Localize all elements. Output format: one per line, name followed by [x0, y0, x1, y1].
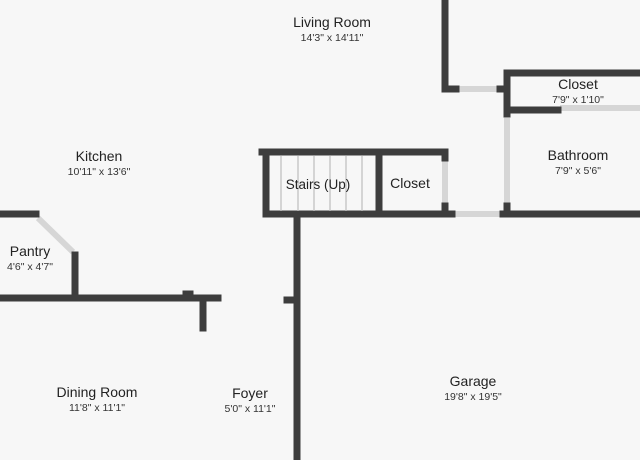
room-pantry: Pantry 4'6" x 4'7"	[7, 243, 53, 274]
room-name: Closet	[390, 175, 430, 191]
room-living-room: Living Room 14'3" x 14'11"	[293, 14, 371, 45]
room-name: Stairs (Up)	[285, 177, 351, 192]
room-name: Foyer	[232, 385, 268, 401]
window-pantry-diagonal	[35, 215, 76, 255]
room-dining-room: Dining Room 11'8" x 11'1"	[57, 384, 138, 415]
room-dimensions: 5'0" x 11'1"	[224, 403, 276, 415]
room-bathroom: Bathroom 7'9" x 5'6"	[548, 147, 609, 178]
room-stairs: Stairs (Up)	[286, 176, 351, 193]
room-foyer: Foyer 5'0" x 11'1"	[225, 385, 276, 416]
room-closet-upper: Closet 7'9" x 1'10"	[552, 76, 604, 107]
room-name: Kitchen	[75, 148, 123, 164]
room-dimensions: 7'9" x 5'6"	[555, 165, 601, 177]
room-kitchen: Kitchen 10'11" x 13'6"	[68, 148, 131, 179]
room-name: Bathroom	[547, 147, 609, 163]
room-dimensions: 11'8" x 11'1"	[68, 402, 126, 414]
room-name: Closet	[558, 76, 598, 92]
room-name: Dining Room	[56, 384, 138, 400]
room-dimensions: 14'3" x 14'11"	[300, 32, 364, 44]
room-dimensions: 4'6" x 4'7"	[7, 261, 53, 273]
windows	[35, 86, 640, 255]
room-name: Pantry	[9, 243, 51, 259]
room-closet-lower: Closet	[390, 175, 430, 192]
room-dimensions: 19'8" x 19'5"	[444, 391, 502, 403]
room-dimensions: 10'11" x 13'6"	[67, 166, 131, 178]
stair-treads	[280, 156, 363, 211]
room-name: Garage	[449, 373, 497, 389]
room-name: Living Room	[293, 14, 371, 30]
room-dimensions: 7'9" x 1'10"	[552, 94, 604, 106]
room-garage: Garage 19'8" x 19'5"	[444, 373, 502, 404]
